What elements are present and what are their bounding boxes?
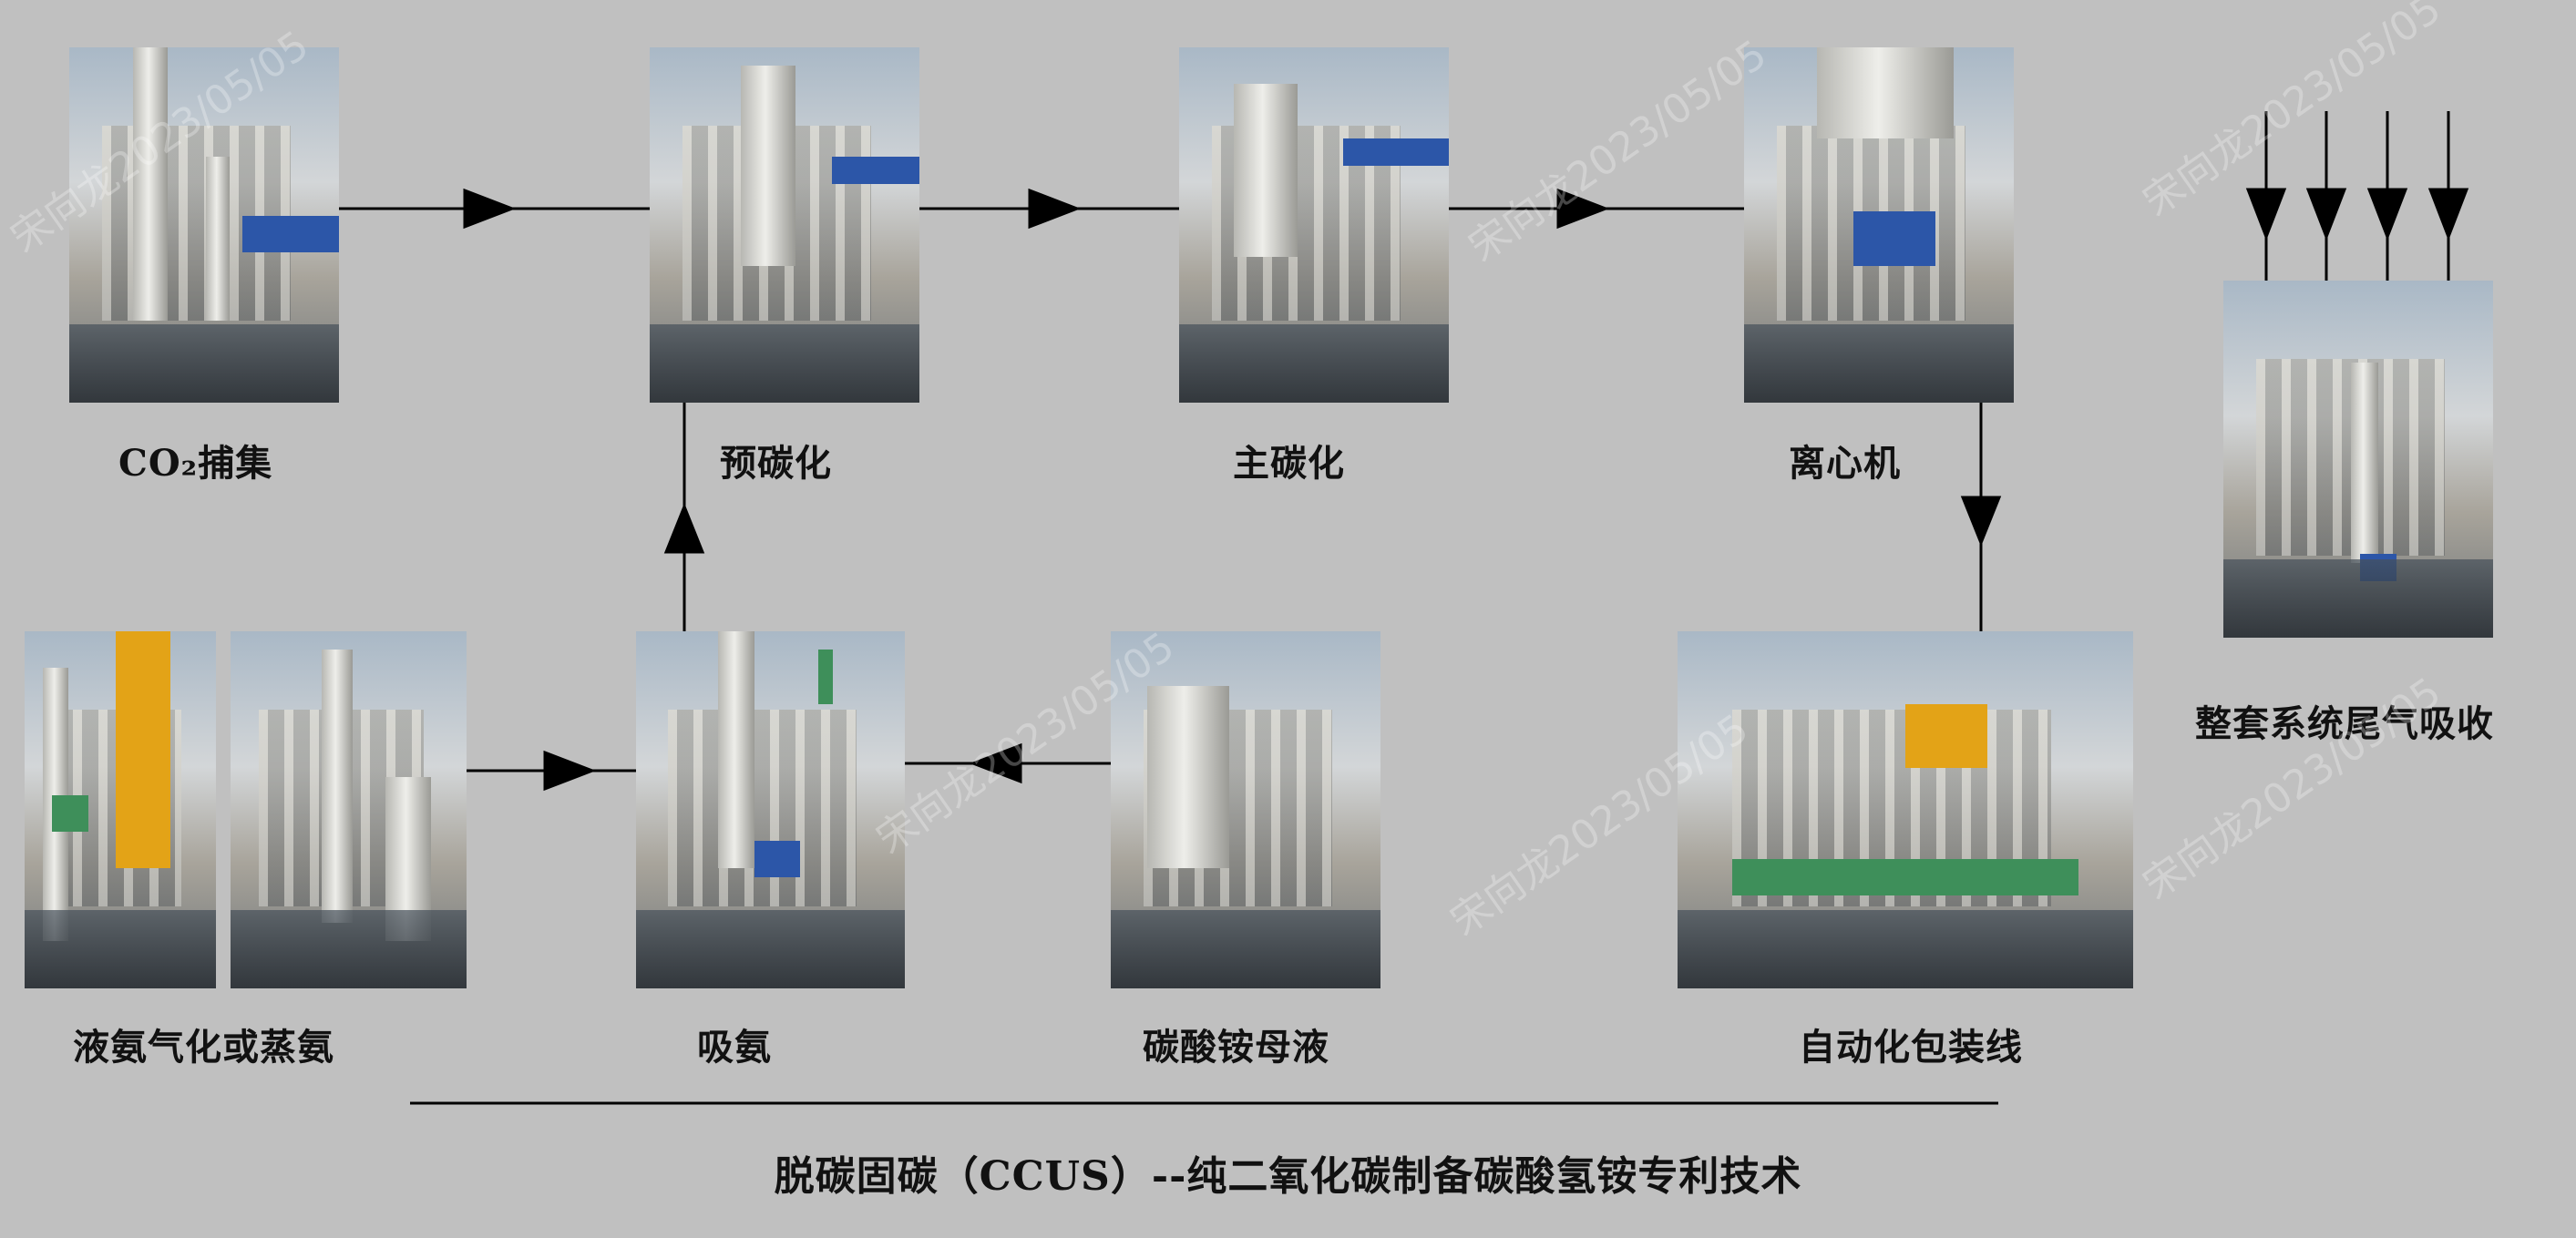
packaging-photo [1678, 631, 2133, 988]
ammonia-absorb-photo [636, 631, 905, 988]
caption-pre-carbonation: 预碳化 [720, 442, 832, 485]
centrifuge-photo [1744, 47, 2014, 403]
caption-main-carbonation: 主碳化 [1233, 442, 1345, 485]
co2-capture-photo [69, 47, 339, 403]
caption-mother-liquor: 碳酸铵母液 [1143, 1026, 1329, 1069]
caption-centrifuge: 离心机 [1789, 442, 1901, 485]
caption-packaging: 自动化包装线 [1799, 1026, 2023, 1069]
caption-ammonia-vaporize: 液氨气化或蒸氨 [73, 1026, 334, 1069]
tail-gas-photo [2223, 281, 2493, 638]
ammonia-vaporize-photo-1 [25, 631, 216, 988]
footer-title: 脱碳固碳（CCUS）--纯二氧化碳制备碳酸氢铵专利技术 [774, 1153, 1802, 1200]
caption-co2-capture: CO₂捕集 [118, 442, 273, 485]
main-carbonation-photo [1179, 47, 1449, 403]
ammonia-vaporize-photo-2 [231, 631, 467, 988]
arrow-head [463, 188, 517, 230]
caption-tail-gas: 整套系统尾气吸收 [2195, 702, 2494, 745]
pre-carbonation-photo [650, 47, 919, 403]
mother-liquor-photo [1111, 631, 1380, 988]
caption-ammonia-absorb: 吸氨 [697, 1026, 772, 1069]
